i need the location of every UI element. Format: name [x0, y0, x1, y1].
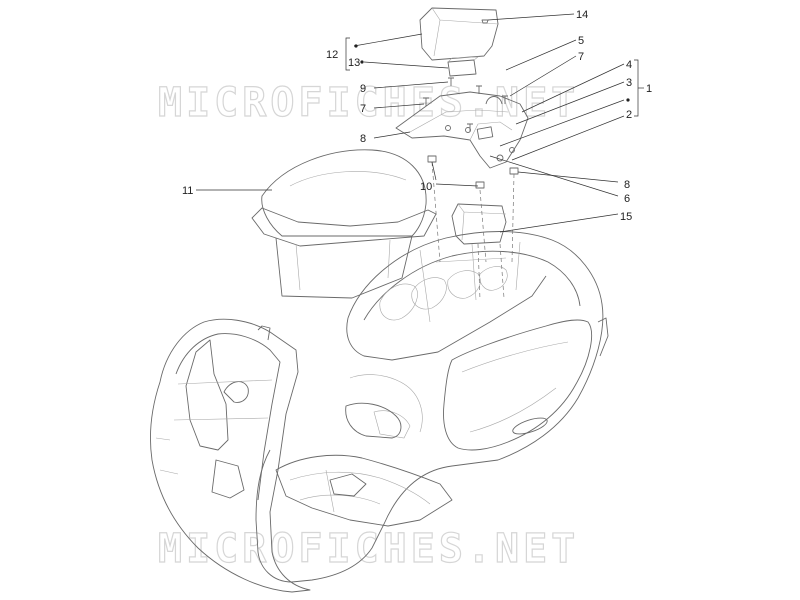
callout-6: 6 — [624, 193, 630, 205]
callout-2: 2 — [626, 109, 632, 121]
part-leg-shield — [150, 318, 311, 593]
callout-7b: 7 — [360, 103, 366, 115]
callout-10: 10 — [420, 181, 432, 193]
part-helmet-bucket — [251, 149, 437, 299]
part-small-block — [447, 56, 479, 77]
callout-14: 14 — [576, 9, 588, 21]
callout-8a: 8 — [360, 133, 366, 145]
callout-4: 4 — [626, 59, 632, 71]
part-floorboard — [275, 402, 453, 527]
callout-5: 5 — [578, 35, 584, 47]
part-battery-box — [451, 203, 507, 245]
part-top-cover — [419, 7, 499, 61]
part-scooter-body — [255, 231, 609, 583]
watermark-top: MICROFICHES.NET — [158, 80, 579, 126]
leader-lines — [196, 13, 644, 233]
alignment-lines — [431, 161, 515, 301]
callout-7a: 7 — [578, 51, 584, 63]
callout-13: 13 — [348, 57, 360, 69]
callout-12: 12 — [326, 49, 338, 61]
part-bracket-tray — [395, 91, 529, 169]
callout-labels: 14 12 13 5 7 4 3 1 9 7 8 2 11 10 8 6 15 — [182, 9, 652, 223]
callout-15: 15 — [620, 211, 632, 223]
callout-8b: 8 — [624, 179, 630, 191]
callout-3: 3 — [626, 77, 632, 89]
callout-11: 11 — [182, 185, 193, 197]
callout-9: 9 — [360, 83, 366, 95]
watermark-bottom: MICROFICHES.NET — [158, 526, 579, 572]
callout-1: 1 — [646, 83, 652, 95]
